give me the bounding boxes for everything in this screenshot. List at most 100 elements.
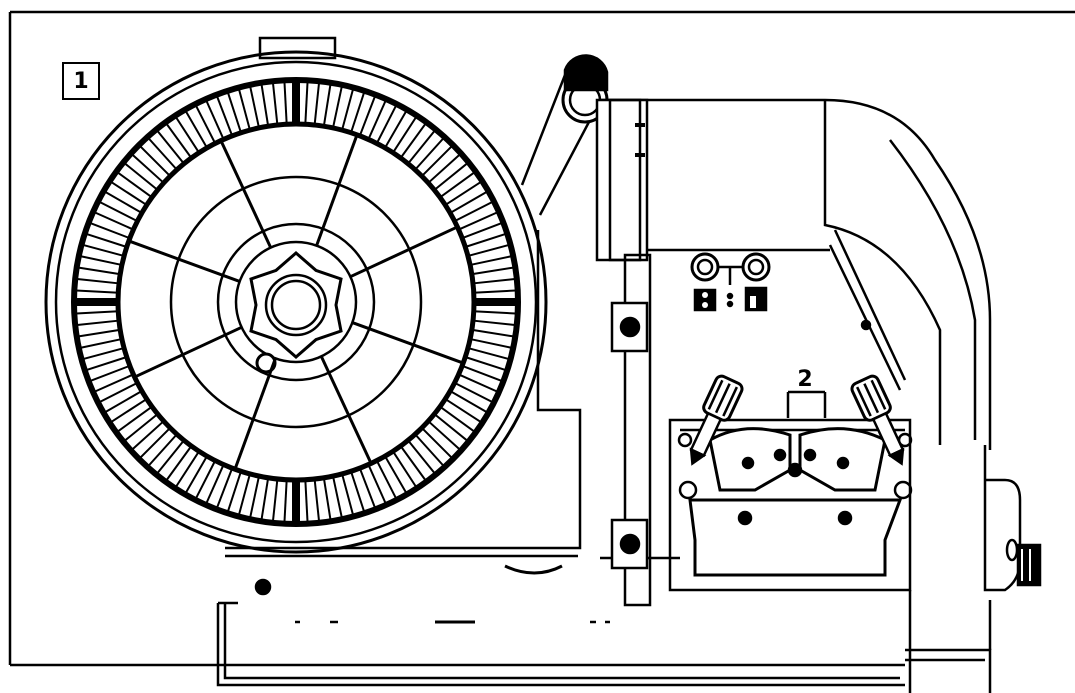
spool-rib (475, 310, 516, 315)
spool-rib (260, 479, 269, 520)
gas-purge-button[interactable] (741, 252, 771, 282)
spool-rib (156, 441, 184, 474)
spool-rib (148, 435, 177, 467)
cold-inch-button[interactable] (690, 252, 720, 282)
spool-rib (205, 100, 224, 138)
pressure-knob-icon (689, 374, 905, 466)
spool-rib (350, 472, 365, 512)
spool-rib (368, 100, 387, 138)
spool-rib (249, 86, 260, 127)
spool-rib (359, 469, 376, 508)
figure-frame (8, 10, 1075, 667)
spool-rib (350, 92, 365, 132)
spool-rib (283, 481, 288, 522)
callout-label-2: 2 (797, 367, 813, 392)
spool-rib (422, 145, 453, 176)
spool-rib (400, 123, 427, 157)
side-panel (595, 98, 830, 607)
spool-rib (185, 110, 207, 147)
spool-rib (466, 356, 506, 371)
gas-purge-icon (744, 286, 768, 312)
spool-rib (76, 310, 117, 315)
spool-rib (435, 414, 468, 442)
spool-rib (124, 414, 157, 442)
spool-ribs (76, 82, 516, 522)
spool-rib (313, 83, 320, 124)
spool-rib (131, 154, 163, 183)
spool-rib (131, 421, 163, 450)
spool-rib (238, 475, 251, 515)
spool-rib (422, 428, 453, 459)
spool-spoke (128, 239, 241, 283)
spool-rib (385, 110, 407, 147)
spool-rib (313, 480, 320, 521)
spool-rib (94, 374, 132, 393)
spool-rib (455, 201, 493, 222)
spool-rib (385, 457, 407, 494)
spool-rib (249, 477, 260, 518)
spool-rib (104, 391, 141, 413)
spool-rib (441, 406, 475, 433)
spool-rib (473, 329, 514, 338)
spool-rib (90, 222, 129, 239)
spool-rib (272, 83, 279, 124)
spool-rib (165, 447, 192, 481)
callout-label-1: 1 (62, 62, 100, 100)
spool-rib (175, 116, 199, 152)
spool-rib (304, 481, 309, 522)
spool-rib (104, 191, 141, 213)
spool-rib (341, 89, 354, 129)
spool-rib (165, 123, 192, 157)
spool-rib (99, 382, 137, 403)
spool-spoke (319, 355, 373, 465)
spool-rib (78, 329, 119, 338)
spool-rib (124, 162, 157, 190)
spool-spoke (315, 134, 359, 247)
spool-rib (451, 391, 488, 413)
spool-rib (139, 145, 170, 176)
spool-rib (341, 475, 354, 515)
spool-rib (323, 84, 332, 125)
spool-rib (227, 92, 242, 132)
spool-rib (227, 472, 242, 512)
torch-connector (905, 445, 1042, 693)
spool-rib (83, 347, 123, 360)
spool-rib (283, 82, 288, 123)
control-buttons (690, 252, 771, 312)
spool-spoke (349, 225, 459, 279)
spool-rib (195, 105, 216, 143)
spool-rib (99, 201, 137, 222)
spool-rib (463, 365, 502, 382)
spool-rib (86, 356, 126, 371)
spool-rib (455, 382, 493, 403)
spool-rib (78, 266, 119, 275)
spool-rib (474, 319, 515, 326)
spool-rib (332, 86, 343, 127)
spool-rib (435, 162, 468, 190)
spool-rib (83, 244, 123, 257)
spool-rib (156, 130, 184, 163)
spool-spoke (133, 325, 243, 379)
spool-spoke (233, 357, 277, 470)
spool-rib (80, 338, 121, 349)
spool-rib (463, 222, 502, 239)
spool-rib (460, 374, 498, 393)
spool-rib (415, 435, 444, 467)
spool-rib (195, 461, 216, 499)
spool-rib (368, 466, 387, 504)
spool-rib (110, 181, 146, 205)
spool-rib (175, 452, 199, 488)
spool-spoke (219, 139, 273, 249)
spool-rib (376, 105, 397, 143)
spool-rib (216, 96, 233, 135)
spool-rib (86, 233, 126, 248)
spool-rib (471, 338, 512, 349)
spool-rib (446, 181, 482, 205)
spool-rib (139, 428, 170, 459)
cold-inch-icon (693, 288, 717, 312)
spool-rib (94, 211, 132, 230)
spool-rib (185, 457, 207, 494)
spool-rib (474, 278, 515, 285)
spool-rib (260, 84, 269, 125)
